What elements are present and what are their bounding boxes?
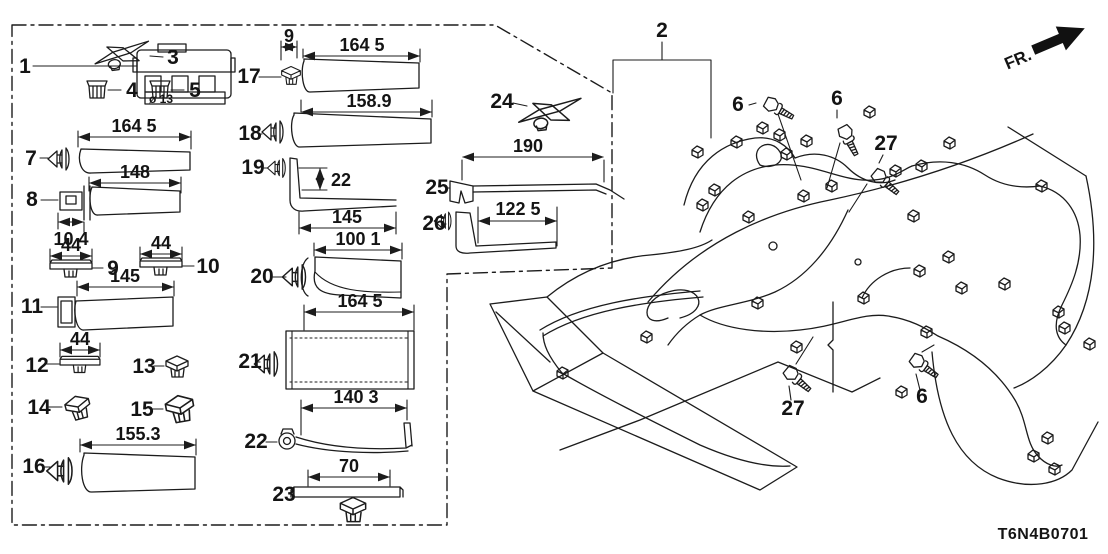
callout-1[interactable]: 1 xyxy=(19,55,31,78)
part-24-cross-clip xyxy=(512,97,585,134)
dim-part19-length: 145 xyxy=(332,207,362,227)
callout-27-a[interactable]: 27 xyxy=(874,132,897,155)
dim-part25-length: 190 xyxy=(513,136,543,156)
callout-16[interactable]: 16 xyxy=(22,455,45,478)
dim-part17-length: 164 5 xyxy=(339,35,384,55)
dim-part8-length: 148 xyxy=(120,162,150,182)
parts-inset-border xyxy=(11,24,613,526)
dim-part10-width: 44 xyxy=(151,233,171,253)
part-3-cross-clip xyxy=(92,40,164,74)
callout-23[interactable]: 23 xyxy=(272,483,295,506)
callout-4[interactable]: 4 xyxy=(126,79,138,102)
part-13-grommet-clip xyxy=(153,355,189,378)
part-26-wire-cover xyxy=(433,206,558,254)
part-5-clip xyxy=(149,80,185,99)
callout-15[interactable]: 15 xyxy=(130,398,154,421)
dim-part22-length: 140 3 xyxy=(333,387,378,407)
callout-9[interactable]: 9 xyxy=(107,257,119,280)
callout-3[interactable]: 3 xyxy=(167,46,179,69)
callout-14[interactable]: 14 xyxy=(27,396,51,419)
part-22-wire-cover xyxy=(278,399,413,454)
callout-22[interactable]: 22 xyxy=(244,430,267,453)
bolt-6-upper-left xyxy=(748,94,802,181)
callout-27-b[interactable]: 27 xyxy=(781,397,804,420)
part-7-wire-cover xyxy=(47,130,192,174)
part-21-corrugated-tube xyxy=(253,304,415,390)
bolt-6-lower xyxy=(907,344,943,391)
part-11-wire-cover xyxy=(57,280,175,331)
callout-19[interactable]: 19 xyxy=(241,156,264,179)
dim-part20-length: 100 1 xyxy=(335,229,380,249)
dim-part26-length: 122 5 xyxy=(495,199,540,219)
dim-part18-length: 158.9 xyxy=(346,91,391,111)
callout-2[interactable]: 2 xyxy=(656,19,668,42)
callout-7[interactable]: 7 xyxy=(25,147,37,170)
part-23-bracket-clip xyxy=(290,469,404,523)
part-4-clip xyxy=(86,80,122,99)
dim-part17-offset: 9 xyxy=(284,26,294,46)
part-10-flat-clip xyxy=(139,246,195,276)
dim-part8-offset: 10 4 xyxy=(53,229,88,249)
callout-12[interactable]: 12 xyxy=(25,354,48,377)
bolt-27-lower xyxy=(781,336,816,401)
callout-6-a[interactable]: 6 xyxy=(732,93,744,116)
part-15-grommet-clip xyxy=(151,392,197,425)
part-9-flat-clip xyxy=(49,248,104,278)
dim-part19-offset: 22 xyxy=(331,170,351,190)
fr-arrow-icon xyxy=(1031,26,1085,55)
callout-6-c[interactable]: 6 xyxy=(916,385,928,408)
part-14-grommet-clip xyxy=(48,392,94,423)
callout-20[interactable]: 20 xyxy=(250,265,273,288)
wire-harness-illustration xyxy=(489,105,1099,491)
dim-part21-length: 164 5 xyxy=(337,291,382,311)
dim-part23-width: 70 xyxy=(339,456,359,476)
diagram-part-code: T6N4B0701 xyxy=(998,526,1089,543)
callout-5[interactable]: 5 xyxy=(189,79,201,102)
part-12-flat-clip xyxy=(46,342,101,374)
fr-label: FR. xyxy=(1002,45,1035,73)
part-25-wire-cover xyxy=(449,152,625,204)
callout-17[interactable]: 17 xyxy=(237,65,260,88)
callout-11[interactable]: 11 xyxy=(21,295,44,318)
callout-13[interactable]: 13 xyxy=(132,355,155,378)
dim-part7-length: 164 5 xyxy=(111,116,156,136)
dim-part9-width: 44 xyxy=(61,235,81,255)
callout-10[interactable]: 10 xyxy=(196,255,219,278)
bolt-6-upper-right xyxy=(826,109,864,189)
callout-25[interactable]: 25 xyxy=(425,176,449,199)
part-16-wire-cover xyxy=(46,438,197,493)
dim-part16-length: 155.3 xyxy=(115,424,160,444)
part-17-wire-cover xyxy=(280,40,421,93)
callout-6-b[interactable]: 6 xyxy=(831,87,843,110)
dim-part11-length: 145 xyxy=(110,266,140,286)
part-18-wire-cover xyxy=(261,99,433,148)
dim-part12-width: 44 xyxy=(70,329,90,349)
callout-24[interactable]: 24 xyxy=(490,90,514,113)
callout-26[interactable]: 26 xyxy=(422,212,445,235)
callout-18[interactable]: 18 xyxy=(238,122,262,145)
part-19-wire-cover xyxy=(266,157,397,235)
fr-direction-indicator: FR. xyxy=(1002,26,1085,73)
part-8-wire-cover xyxy=(57,176,182,233)
callout-8[interactable]: 8 xyxy=(26,188,38,211)
part-20-wire-cover xyxy=(281,242,403,299)
callout-2-bracket xyxy=(612,41,712,139)
bolt-27-upper xyxy=(848,154,904,213)
callout-21[interactable]: 21 xyxy=(238,350,262,373)
